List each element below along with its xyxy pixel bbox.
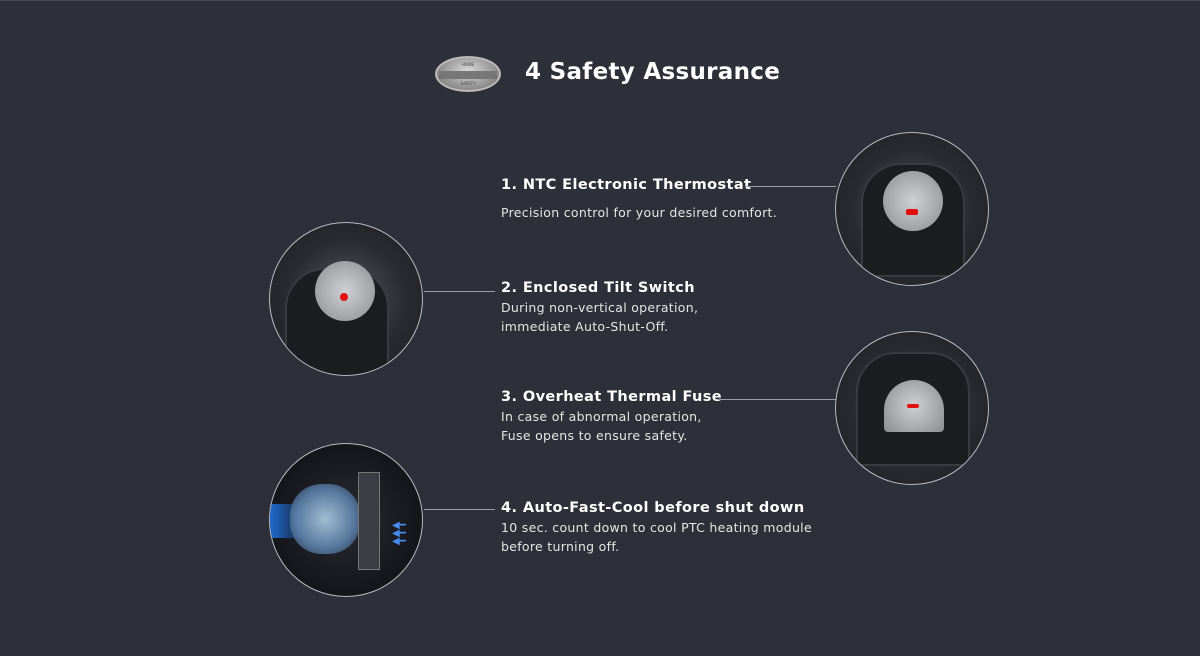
fuse-highlight: [907, 404, 919, 408]
feature-desc: In case of abnormal operation, Fuse opens…: [501, 407, 722, 445]
ptc-heating-module: [358, 472, 380, 570]
connector-line: [424, 509, 495, 510]
feature-title: 4. Auto-Fast-Cool before shut down: [501, 500, 805, 516]
desc-line: 10 sec. count down to cool PTC heating m…: [501, 520, 812, 535]
connector-line: [717, 399, 836, 400]
thermostat-highlight: [906, 209, 918, 215]
feature-tilt-switch: 2. Enclosed Tilt Switch During non-verti…: [501, 280, 698, 336]
logo-text-bottom: SAFETY: [460, 81, 476, 86]
logo-text-top: HOME: [461, 62, 475, 67]
feature-thermal-fuse: 3. Overheat Thermal Fuse In case of abno…: [501, 389, 722, 445]
desc-line: During non-vertical operation,: [501, 300, 699, 315]
heater-core: [315, 261, 375, 321]
feature-desc: 10 sec. count down to cool PTC heating m…: [501, 518, 812, 556]
feature-fast-cool: 4. Auto-Fast-Cool before shut down 10 se…: [501, 500, 812, 556]
desc-line: In case of abnormal operation,: [501, 409, 702, 424]
connector-line: [746, 186, 836, 187]
heater-core: [883, 171, 943, 231]
logo-band: [439, 71, 497, 79]
tilt-switch-highlight: [340, 293, 348, 301]
feature-title: 2. Enclosed Tilt Switch: [501, 280, 695, 296]
thermostat-image: [835, 132, 989, 286]
tilt-switch-image: [269, 222, 423, 376]
feature-title: 3. Overheat Thermal Fuse: [501, 389, 723, 405]
home-safety-logo: HOME SAFETY: [435, 56, 501, 92]
fan-module: [290, 484, 360, 554]
feature-title: 1. NTC Electronic Thermostat: [501, 177, 752, 193]
page-title: 4 Safety Assurance: [525, 59, 781, 85]
feature-ntc-thermostat: 1. NTC Electronic Thermostat Precision c…: [501, 177, 777, 222]
thermal-fuse-image: [835, 331, 989, 485]
desc-line: Precision control for your desired comfo…: [501, 205, 778, 220]
airflow-arrows-icon: ◀━◀━◀━: [392, 520, 406, 547]
connector-line: [424, 291, 495, 292]
fast-cool-image: ◀━◀━◀━: [269, 443, 423, 597]
desc-line: before turning off.: [501, 539, 620, 554]
desc-line: immediate Auto-Shut-Off.: [501, 319, 669, 334]
feature-desc: Precision control for your desired comfo…: [501, 203, 777, 222]
feature-desc: During non-vertical operation, immediate …: [501, 298, 698, 336]
desc-line: Fuse opens to ensure safety.: [501, 428, 688, 443]
